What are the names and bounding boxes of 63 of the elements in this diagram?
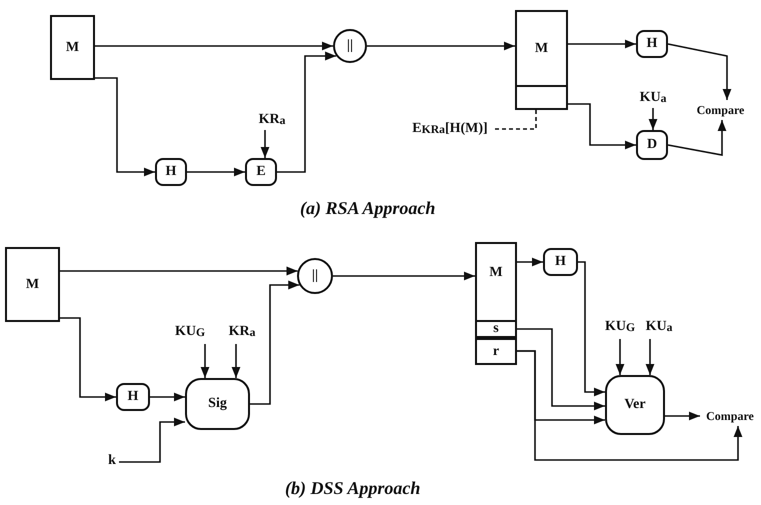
- arrow: [277, 52, 336, 173]
- node-label: D: [646, 138, 658, 152]
- arrow: [200, 344, 210, 378]
- function-box: [543, 248, 578, 276]
- arrow: [517, 350, 742, 461]
- node-label: M: [534, 42, 548, 56]
- arrow: [616, 339, 624, 375]
- function-box: [245, 158, 277, 186]
- message-box: [475, 242, 517, 365]
- arrow: [260, 130, 270, 158]
- node-label: r: [492, 344, 500, 358]
- arrow: [568, 40, 636, 48]
- node-label: H: [646, 37, 658, 51]
- key-label: Compare: [688, 100, 753, 120]
- concatenation-circle: [333, 29, 367, 63]
- arrow: [119, 418, 185, 463]
- key-label: k: [105, 452, 119, 470]
- node-label: Ver: [624, 398, 646, 412]
- message-box: [515, 10, 568, 110]
- field-box: [475, 320, 517, 338]
- arrow: [333, 272, 475, 280]
- arrow: [665, 412, 700, 420]
- node-label: ||: [346, 39, 354, 53]
- caption: (b) DSS Approach: [285, 478, 420, 499]
- arrow: [646, 339, 654, 375]
- arrow: [232, 344, 240, 378]
- node-label: M: [66, 40, 80, 54]
- arrow: [648, 108, 658, 130]
- arrow: [367, 42, 515, 50]
- arrow: [187, 168, 245, 176]
- node-label: H: [555, 255, 566, 269]
- arrow: [60, 266, 298, 276]
- arrow: [250, 280, 300, 405]
- node-label: Sig: [208, 397, 227, 411]
- message-box: [5, 247, 60, 322]
- function-box: [636, 130, 668, 160]
- node-label: H: [166, 165, 176, 179]
- arrow: [668, 120, 726, 156]
- arrow: [150, 392, 185, 402]
- arrow: [517, 328, 605, 410]
- function-box: [116, 383, 150, 411]
- node-label: M: [26, 278, 40, 292]
- concatenation-circle: [297, 258, 333, 294]
- function-box: [636, 30, 668, 58]
- node-label: s: [493, 322, 499, 336]
- node-label: H: [128, 390, 138, 404]
- node-label: M: [489, 266, 503, 280]
- arrow: [95, 77, 155, 176]
- function-box: [605, 375, 665, 435]
- arrow: [95, 42, 333, 50]
- node-label: ||: [312, 269, 318, 283]
- arrow: [568, 103, 636, 150]
- leader-line: [495, 110, 537, 130]
- key-label: Compare: [700, 406, 760, 426]
- arrow: [578, 261, 605, 396]
- arrow: [60, 317, 116, 402]
- arrow: [517, 258, 543, 266]
- message-box: [50, 15, 95, 80]
- node-label: E: [256, 165, 266, 179]
- function-box: [185, 378, 250, 430]
- function-box: [155, 158, 187, 186]
- arrow: [668, 43, 732, 100]
- caption: (a) RSA Approach: [300, 198, 436, 219]
